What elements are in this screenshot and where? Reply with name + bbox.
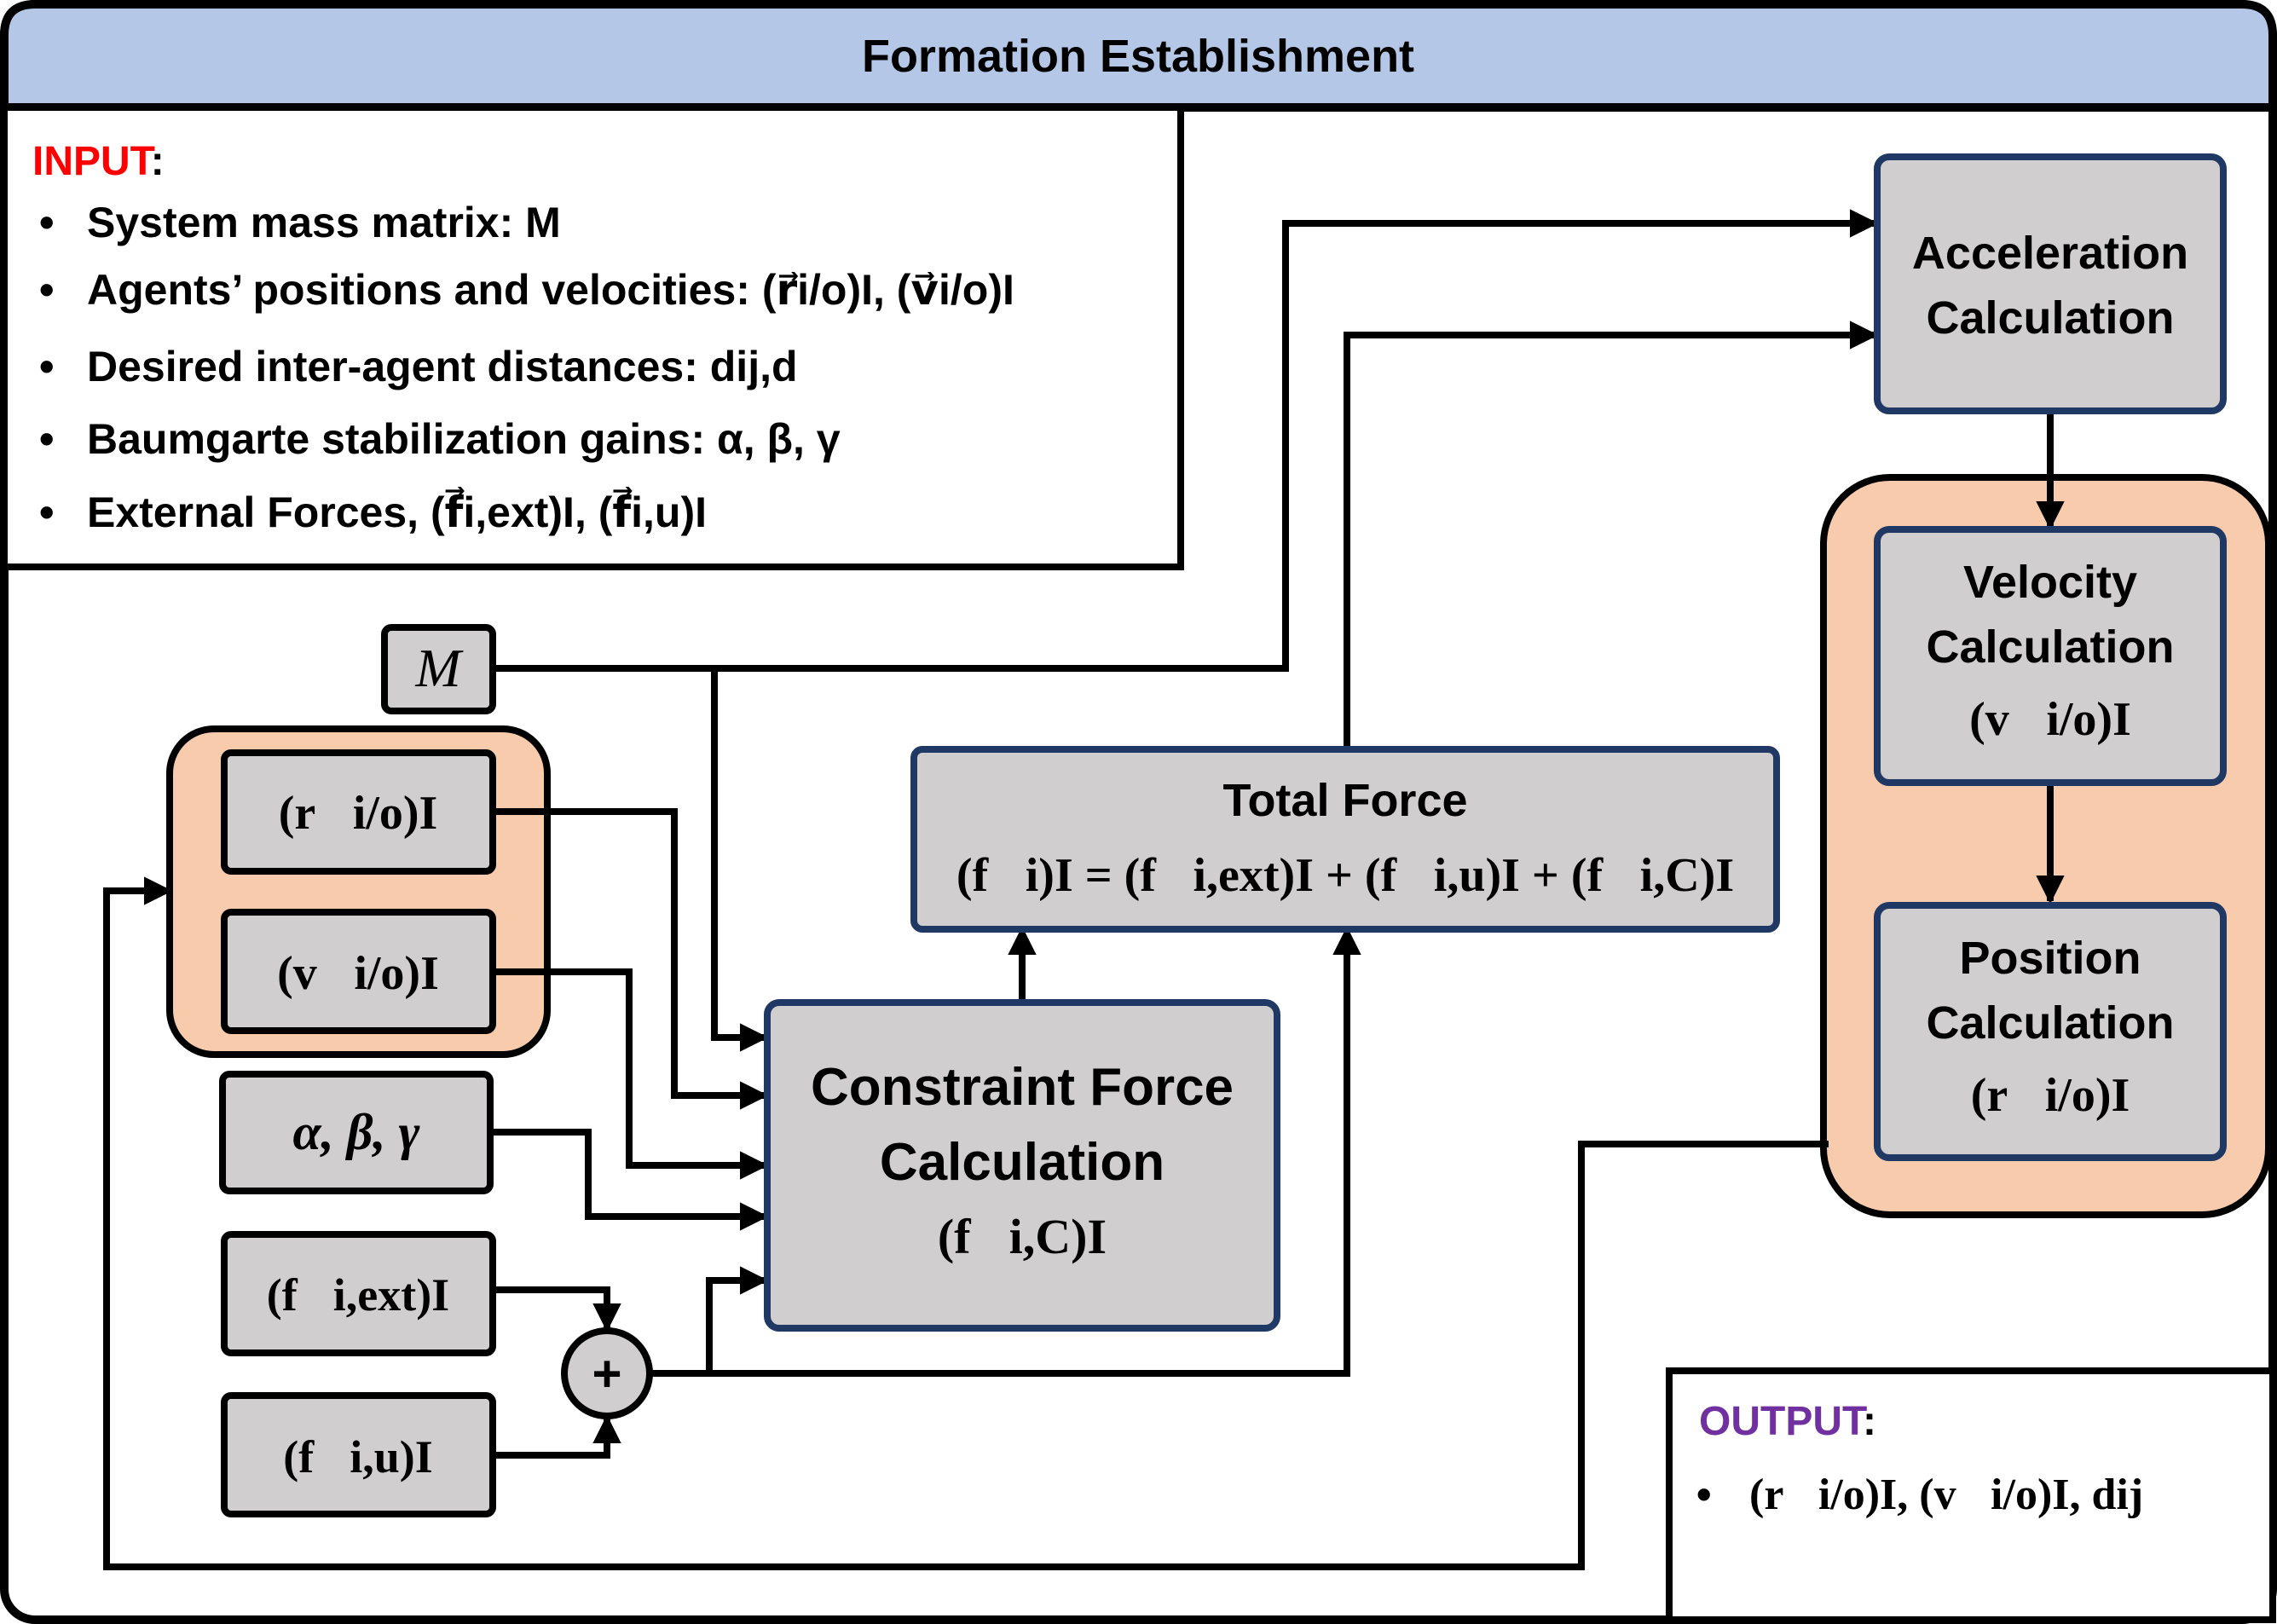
input-list: • System mass matrix: M • Agents’ positi… bbox=[39, 199, 1014, 536]
acceleration-title-line1: Acceleration bbox=[1912, 228, 2188, 279]
mass-block bbox=[381, 624, 496, 714]
sum-symbol: + bbox=[592, 1345, 621, 1402]
input-item: • Agents’ positions and velocities: (r⃗i… bbox=[39, 266, 1014, 314]
gains-to-constraint-line bbox=[490, 1129, 769, 1231]
constraint-force-formula: (f⃗i,C)I bbox=[938, 1209, 1107, 1264]
velocity-calc-block bbox=[1874, 526, 2227, 786]
acceleration-title-line2: Calculation bbox=[1926, 292, 2174, 344]
input-item: • System mass matrix: M bbox=[39, 199, 561, 246]
output-label-colon: : bbox=[1863, 1399, 1876, 1444]
input-label-text: INPUT bbox=[32, 139, 155, 184]
total-force-block bbox=[910, 746, 1780, 933]
position-input-label: (r⃗i/o)I bbox=[279, 787, 438, 840]
input-item-text: External Forces, (f⃗i,ext)I, (f⃗i,u)I bbox=[87, 487, 707, 536]
input-item-text: Baumgarte stabilization gains: α, β, γ bbox=[87, 415, 841, 463]
input-item: • External Forces, (f⃗i,ext)I, (f⃗i,u)I bbox=[39, 487, 707, 536]
diagram-title: Formation Establishment bbox=[862, 31, 1414, 82]
input-bullet: • bbox=[39, 488, 55, 536]
input-bullet: • bbox=[39, 199, 55, 246]
velocity-to-constraint-line bbox=[493, 968, 769, 1180]
position-calc-title-line2: Calculation bbox=[1926, 997, 2174, 1049]
total-force-formula: (f⃗i)I = (f⃗i,ext)I + (f⃗i,u)I + (f⃗i,C)… bbox=[956, 849, 1734, 902]
header-band bbox=[0, 0, 2277, 112]
mass-label: M bbox=[414, 638, 464, 698]
velocity-input-block bbox=[221, 909, 496, 1034]
output-panel bbox=[1666, 1367, 2276, 1623]
control-force-label: (f⃗i,u)I bbox=[283, 1431, 433, 1482]
output-label-text: OUTPUT bbox=[1699, 1399, 1867, 1444]
sum-to-total-force-line bbox=[651, 926, 1361, 1377]
feedback-loop-line bbox=[103, 876, 1829, 1570]
input-label-colon: : bbox=[151, 139, 165, 184]
gains-block bbox=[219, 1071, 494, 1194]
mass-to-constraint-line bbox=[711, 668, 769, 1052]
position-input-block bbox=[221, 749, 496, 875]
position-calc-formula: (r⃗i/o)I bbox=[1971, 1069, 2130, 1122]
gains-label: α, β, γ bbox=[293, 1104, 420, 1160]
sum-to-constraint-line bbox=[706, 1266, 769, 1373]
output-label: OUTPUT: bbox=[1699, 1399, 1876, 1444]
velocity-calc-title-line2: Calculation bbox=[1926, 621, 2174, 673]
acceleration-block bbox=[1874, 153, 2227, 414]
control-force-to-sum-line bbox=[493, 1414, 621, 1459]
input-item: • Desired inter-agent distances: dij,d bbox=[39, 343, 798, 390]
connectors bbox=[103, 209, 2065, 1570]
constraint-force-title-line2: Calculation bbox=[880, 1133, 1165, 1192]
velocity-calc-formula: (v⃗i/o)I bbox=[1969, 693, 2131, 746]
external-force-block bbox=[221, 1231, 496, 1356]
external-force-to-sum-line bbox=[493, 1286, 621, 1332]
input-item-text: Agents’ positions and velocities: (r⃗i/o… bbox=[87, 266, 1014, 314]
total-force-to-acceleration-line bbox=[1344, 321, 1879, 749]
output-item-text: (r⃗i/o)I, (v⃗i/o)I, dij bbox=[1749, 1471, 2143, 1519]
output-bullet: • bbox=[1696, 1471, 1712, 1518]
velocity-input-label: (v⃗i/o)I bbox=[277, 947, 439, 1000]
mass-to-acceleration-line bbox=[493, 209, 1879, 672]
constraint-force-title-line1: Constraint Force bbox=[811, 1058, 1234, 1117]
position-calc-block bbox=[1874, 902, 2227, 1161]
input-bullet: • bbox=[39, 343, 55, 390]
total-force-title: Total Force bbox=[1222, 775, 1467, 826]
input-item-text: Desired inter-agent distances: dij,d bbox=[87, 343, 798, 390]
control-force-block bbox=[221, 1392, 496, 1517]
position-to-constraint-line bbox=[493, 808, 769, 1110]
position-calc-title-line1: Position bbox=[1960, 933, 2141, 984]
constraint-force-block bbox=[764, 999, 1280, 1332]
input-panel bbox=[1, 104, 1184, 570]
input-item: • Baumgarte stabilization gains: α, β, γ bbox=[39, 415, 841, 463]
input-bullet: • bbox=[39, 266, 55, 314]
input-label: INPUT: bbox=[32, 139, 165, 184]
summing-junction bbox=[561, 1327, 653, 1419]
input-bullet: • bbox=[39, 415, 55, 463]
velocity-calc-title-line1: Velocity bbox=[1963, 557, 2137, 608]
input-item-text: System mass matrix: M bbox=[87, 199, 561, 246]
external-force-label: (f⃗i,ext)I bbox=[267, 1269, 449, 1321]
